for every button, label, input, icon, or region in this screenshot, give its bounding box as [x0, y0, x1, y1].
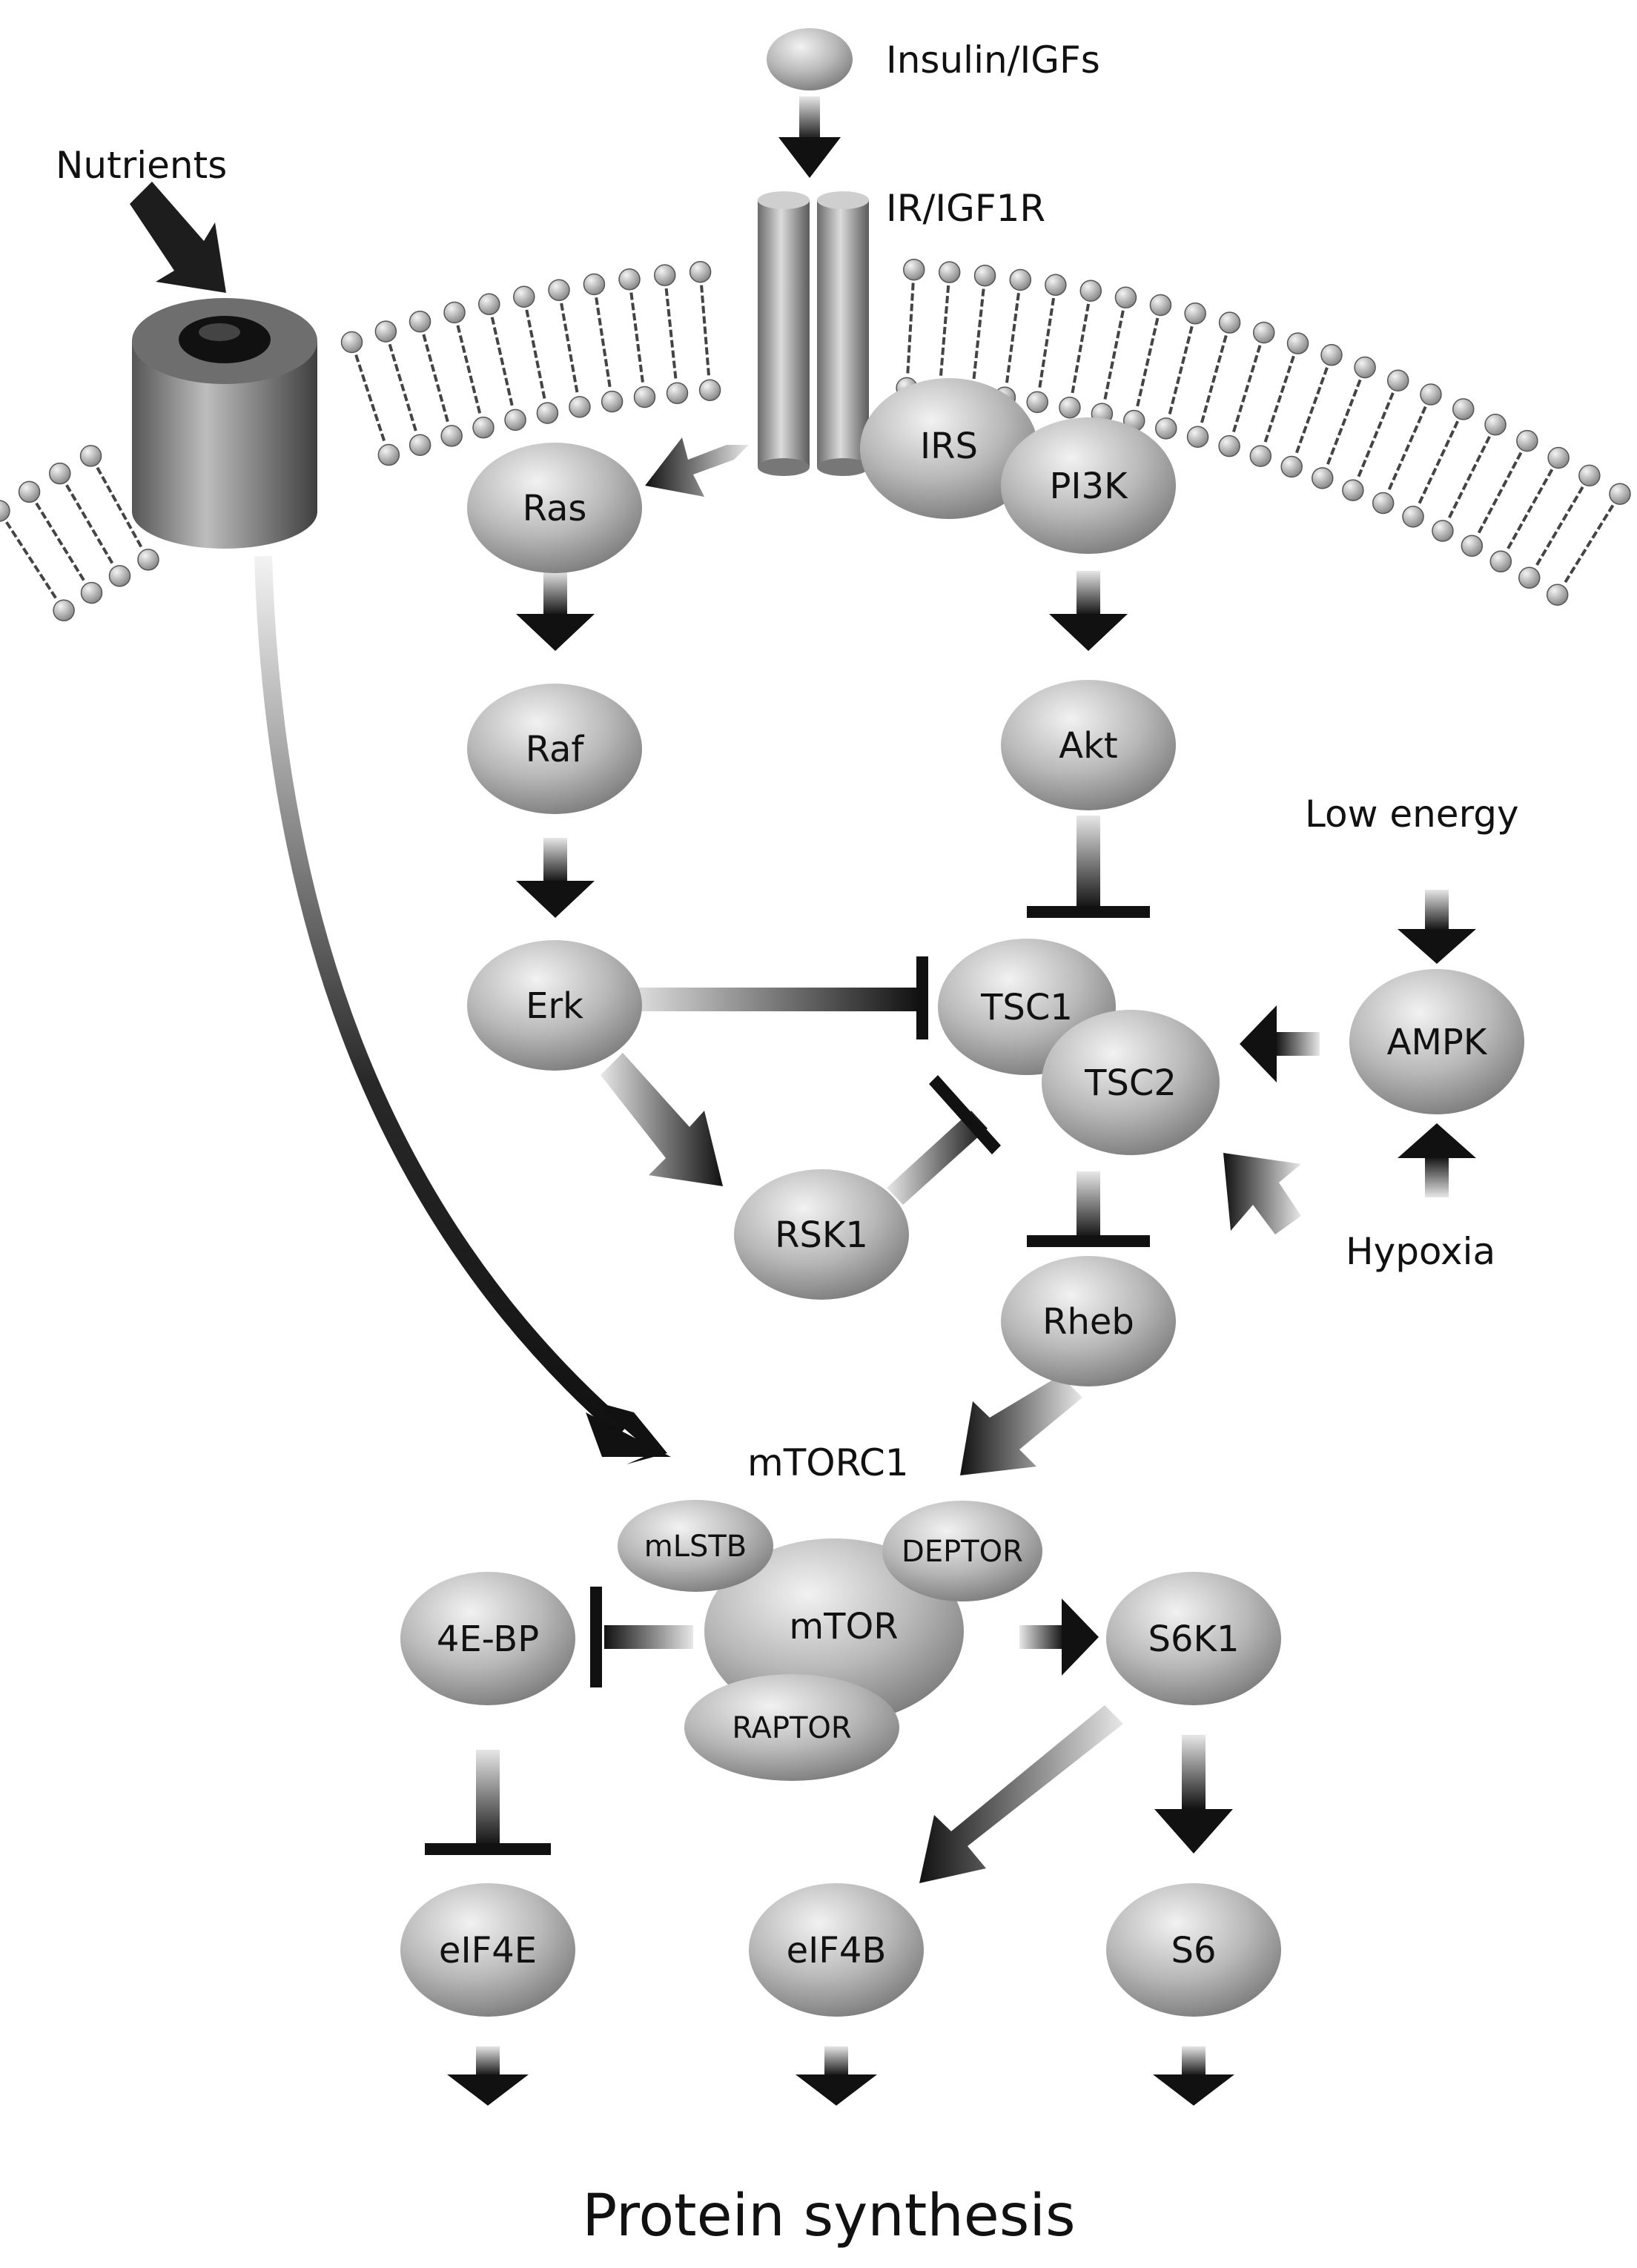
akt-label: Akt	[1059, 725, 1117, 767]
s6-label: S6	[1171, 1930, 1216, 1971]
arrows	[130, 96, 1476, 2106]
pi3k-node	[1001, 417, 1176, 554]
rheb-node	[1001, 1256, 1176, 1386]
insulin-label: Insulin/IGFs	[886, 39, 1100, 82]
protein-synthesis-title: Protein synthesis	[582, 2183, 1075, 2249]
inhibitions	[425, 816, 1150, 1855]
irs-node	[860, 378, 1038, 519]
eif4b-node	[749, 1883, 924, 2017]
ras-label: Ras	[523, 488, 587, 529]
akt-node	[1001, 680, 1176, 810]
receptor-label: IR/IGF1R	[886, 187, 1045, 230]
erk-label: Erk	[526, 985, 583, 1027]
mlst8-node	[618, 1500, 773, 1592]
deptor-label: DEPTOR	[902, 1535, 1023, 1569]
raptor-label: RAPTOR	[732, 1711, 851, 1745]
ras-node	[467, 443, 642, 573]
raf-node	[467, 684, 642, 814]
s6-node	[1106, 1883, 1281, 2017]
tsc2-node	[1042, 1010, 1220, 1155]
ligand-ball	[767, 28, 853, 90]
tsc1-label: TSC1	[980, 987, 1073, 1028]
nutrient-transporter	[132, 298, 317, 549]
receptor-cylinders	[758, 191, 869, 476]
nutrients-label: Nutrients	[56, 144, 227, 187]
s6k1-label: S6K1	[1148, 1619, 1239, 1660]
eif4e-node	[400, 1883, 575, 2017]
nutrient-pathway-arrow	[254, 555, 671, 1464]
rsk1-label: RSK1	[775, 1214, 868, 1256]
deptor-node	[882, 1501, 1042, 1601]
fourebp-label: 4E-BP	[437, 1619, 539, 1660]
nodes	[400, 378, 1524, 2017]
node-labels: Ras Raf Erk RSK1 IRS PI3K Akt TSC1 TSC2 …	[437, 426, 1488, 1971]
mtor-label: mTOR	[789, 1606, 898, 1647]
ampk-label: AMPK	[1387, 1022, 1488, 1063]
raf-label: Raf	[526, 729, 585, 770]
erk-node	[467, 940, 642, 1071]
s6k1-node	[1106, 1572, 1281, 1705]
irs-label: IRS	[920, 426, 978, 467]
fourebp-node	[400, 1572, 575, 1705]
tsc2-label: TSC2	[1084, 1062, 1177, 1104]
mtorc1-label: mTORC1	[747, 1441, 909, 1484]
rsk1-node	[734, 1169, 909, 1300]
free-labels: Insulin/IGFs IR/IGF1R Nutrients Low ener…	[56, 39, 1519, 1484]
rheb-label: Rheb	[1042, 1301, 1134, 1343]
pi3k-label: PI3K	[1049, 466, 1128, 507]
raptor-node	[684, 1674, 899, 1781]
eif4b-label: eIF4B	[787, 1930, 887, 1971]
low-energy-label: Low energy	[1305, 793, 1519, 836]
ampk-node	[1349, 969, 1524, 1114]
mlst8-label: mLSTB	[644, 1530, 747, 1564]
hypoxia-label: Hypoxia	[1346, 1230, 1495, 1273]
eif4e-label: eIF4E	[439, 1930, 537, 1971]
